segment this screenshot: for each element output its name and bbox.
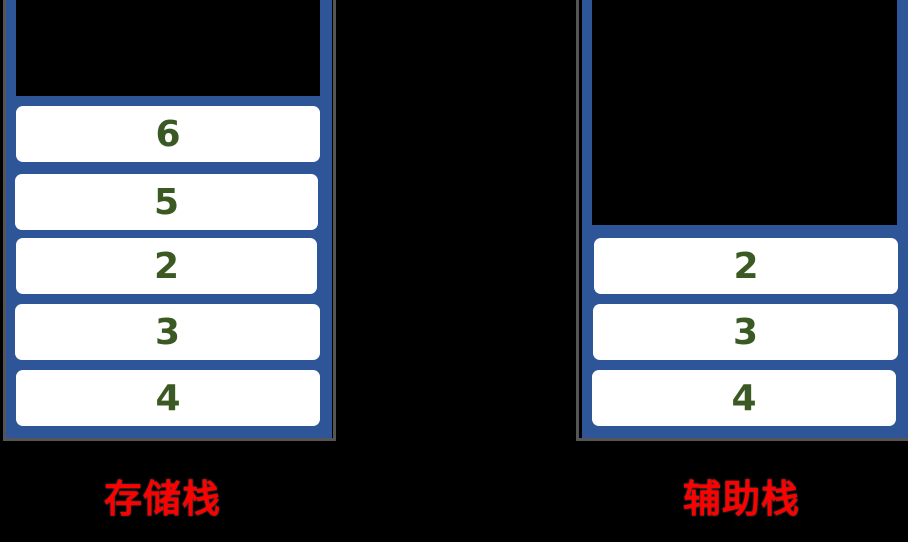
storage-stack-item: 5	[15, 174, 318, 230]
auxiliary-stack-label: 辅助栈	[683, 477, 801, 521]
storage-stack-item: 2	[16, 238, 317, 294]
storage-stack: 6 5 2 3 4	[0, 0, 340, 445]
auxiliary-stack-right-wall	[897, 0, 908, 438]
item-value: 5	[153, 181, 180, 223]
item-value: 2	[153, 245, 180, 287]
item-value: 4	[155, 377, 181, 419]
item-value: 2	[733, 245, 759, 287]
item-value: 3	[732, 311, 759, 353]
auxiliary-stack-item: 4	[592, 370, 896, 426]
storage-stack-left-wall	[6, 0, 16, 438]
item-value: 6	[155, 113, 181, 155]
auxiliary-stack: 2 3 4	[570, 0, 908, 445]
item-value: 4	[731, 377, 757, 419]
storage-stack-item: 4	[16, 370, 320, 426]
storage-stack-right-wall	[320, 0, 332, 438]
storage-stack-label: 存储栈	[104, 477, 222, 521]
auxiliary-stack-item: 3	[593, 304, 898, 360]
auxiliary-stack-item: 2	[594, 238, 898, 294]
item-value: 3	[154, 311, 181, 353]
storage-stack-item: 3	[15, 304, 320, 360]
storage-stack-item: 6	[16, 106, 320, 162]
auxiliary-stack-left-wall	[582, 0, 592, 438]
